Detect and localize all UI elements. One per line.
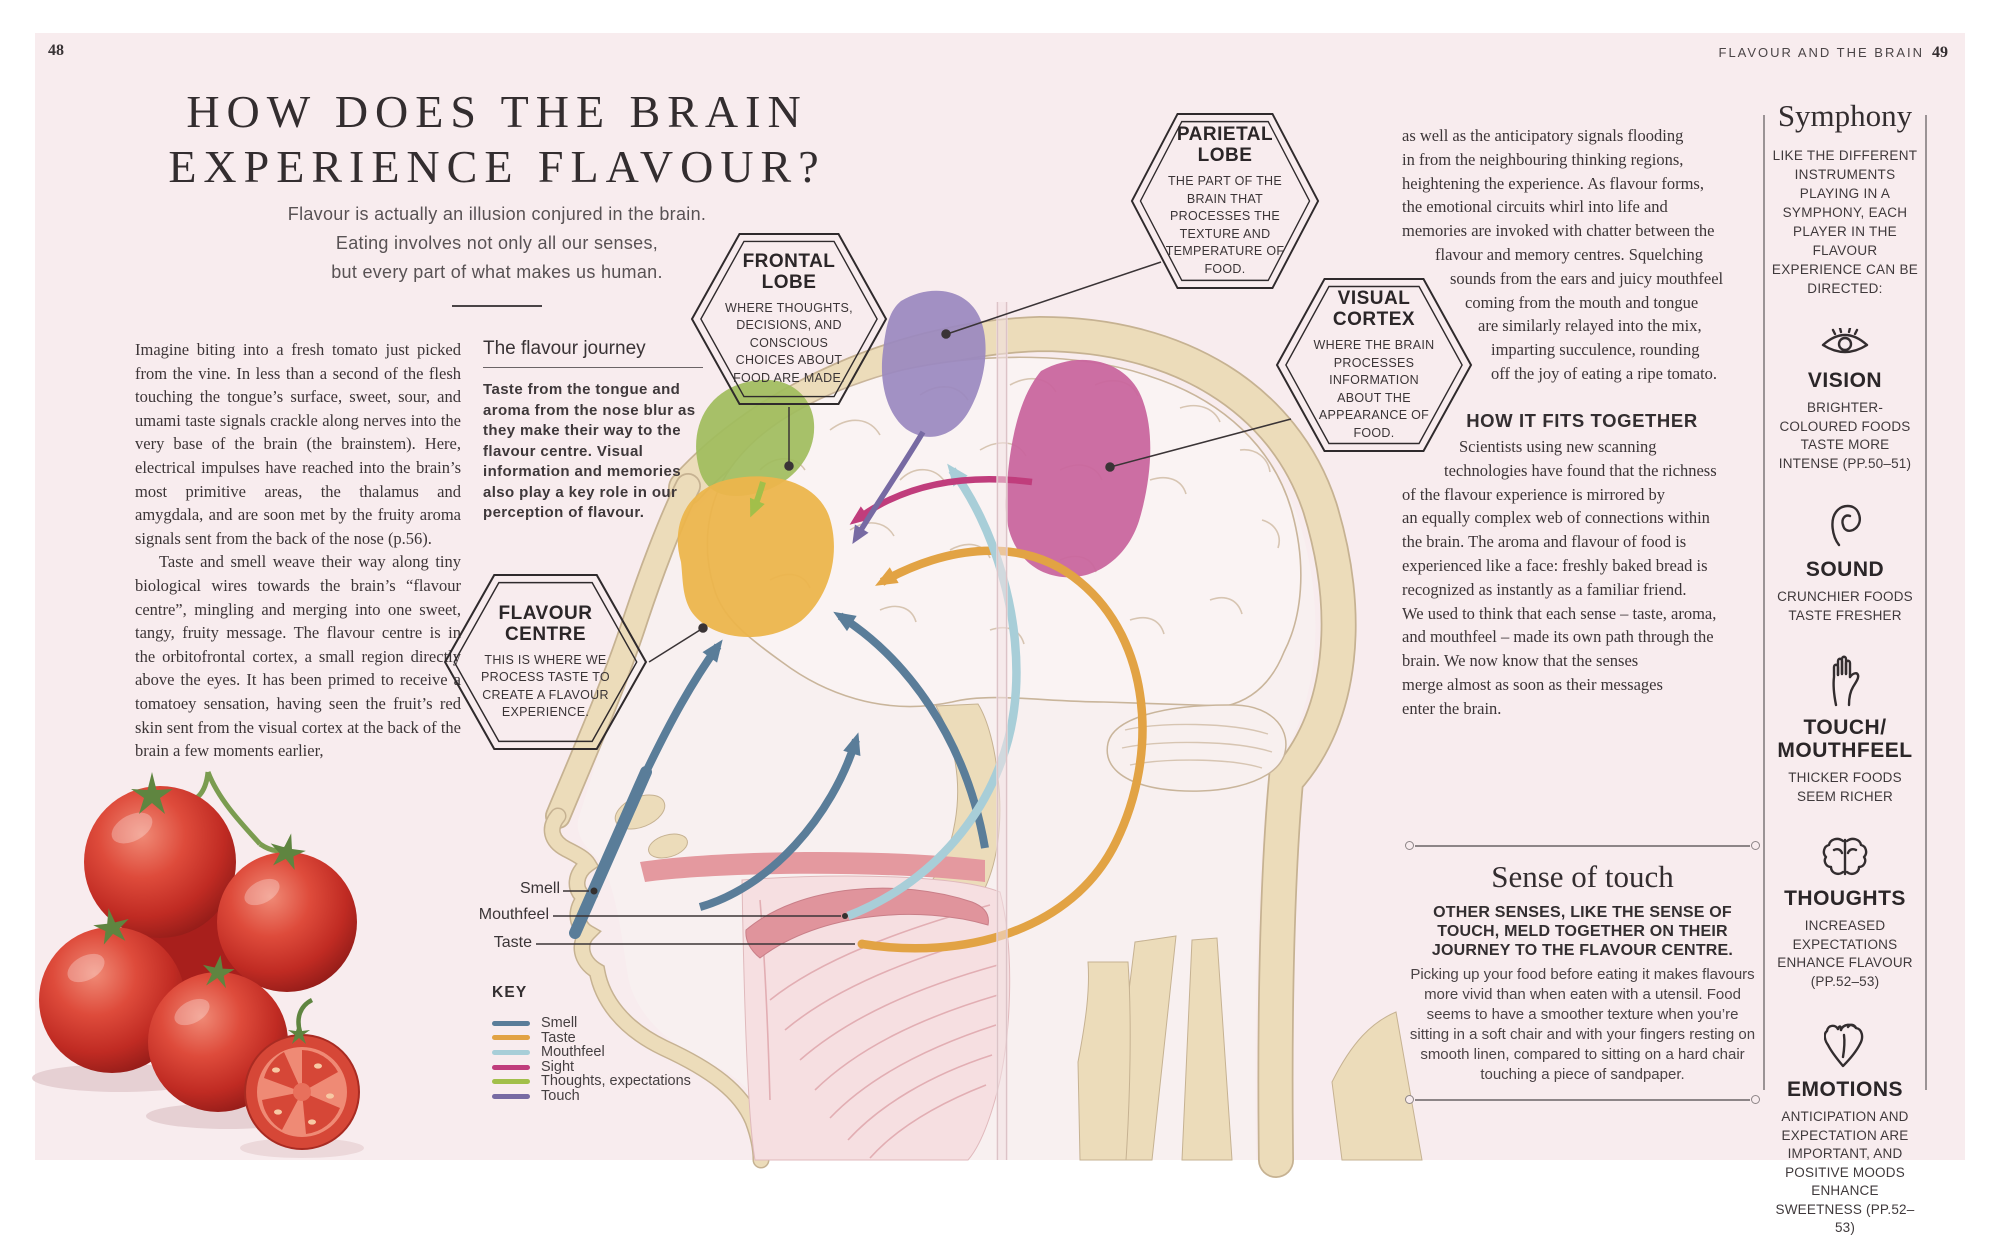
intro-text: Imagine biting into a fresh tomato just …: [135, 338, 461, 763]
callout-title: PARIETAL LOBE: [1176, 124, 1274, 166]
symphony-intro: LIKE THE DIFFERENT INSTRUMENTS PLAYING I…: [1771, 148, 1919, 296]
hexagon-border: [1130, 113, 1320, 289]
symphony-item-vision: VISION BRIGHTER-COLOURED FOODS TASTE MOR…: [1769, 328, 1921, 473]
callout-visual-cortex: VISUAL CORTEX WHERE THE BRAIN PROCESSES …: [1275, 277, 1473, 453]
callout-flavour-centre: FLAVOUR CENTRE THIS IS WHERE WE PROCESS …: [443, 573, 648, 751]
page-title: HOW DOES THE BRAIN EXPERIENCE FLAVOUR?: [168, 86, 826, 192]
sense-of-touch-box: Sense of touch OTHER SENSES, LIKE THE SE…: [1405, 841, 1760, 1104]
decorative-rule-top: [1405, 841, 1760, 850]
label-smell: Smell: [519, 880, 560, 897]
label-mouthfeel: Mouthfeel: [478, 906, 549, 923]
heart-icon: [1769, 1021, 1921, 1069]
symphony-item-touch: TOUCH/ MOUTHFEEL THICKER FOODS SEEM RICH…: [1769, 655, 1921, 806]
key-row-touch: Touch: [492, 1089, 691, 1104]
flavour-journey-heading: The flavour journey: [483, 338, 646, 359]
callout-parietal-lobe: PARIETAL LOBE THE PART OF THE BRAIN THAT…: [1130, 112, 1320, 290]
hexagon-border: [690, 232, 888, 406]
page-number-right: 49: [1932, 44, 1948, 61]
symphony-item-thoughts: THOUGHTS INCREASED EXPECTATIONS ENHANCE …: [1769, 836, 1921, 991]
sidebar-left-rule: [1763, 115, 1765, 1090]
callout-body: WHERE THE BRAIN PROCESSES INFORMATION AB…: [1313, 338, 1435, 440]
how-it-fits-heading: HOW IT FITS TOGETHER: [1466, 410, 1698, 431]
symphony-item-emotions: EMOTIONS ANTICIPATION AND EXPECTATION AR…: [1769, 1021, 1921, 1238]
sense-of-touch-lead: OTHER SENSES, LIKE THE SENSE OF TOUCH, M…: [1431, 904, 1734, 959]
symphony-heading: Symphony: [1777, 98, 1913, 133]
right-column-paragraph-2: Scientists using new scanning technologi…: [1402, 437, 1717, 718]
page-number-left: 48: [48, 42, 64, 59]
flavour-journey-divider: [483, 367, 703, 368]
callout-title: VISUAL CORTEX: [1332, 288, 1416, 330]
symphony-sidebar: Symphony LIKE THE DIFFERENT INSTRUMENTS …: [1769, 98, 1921, 1238]
title-divider: [452, 305, 542, 307]
page-subtitle: Flavour is actually an illusion conjured…: [287, 204, 707, 282]
hexagon-border: [1275, 278, 1473, 452]
brain-icon: [1769, 836, 1921, 878]
key-row-taste: Taste: [492, 1030, 691, 1046]
callout-title: FLAVOUR CENTRE: [498, 602, 593, 645]
key-row-mouthfeel: Mouthfeel: [492, 1045, 691, 1060]
callout-body: THIS IS WHERE WE PROCESS TASTE TO CREATE…: [481, 652, 610, 720]
thoughts-swatch: [492, 1079, 530, 1085]
decorative-rule-bottom: [1405, 1095, 1760, 1104]
callout-frontal-lobe: FRONTAL LOBE WHERE THOUGHTS, DECISIONS, …: [690, 232, 888, 406]
sense-of-touch-heading: Sense of touch: [1491, 859, 1674, 894]
callout-title: FRONTAL LOBE: [742, 250, 836, 293]
intro-paragraph-2: Taste and smell weave their way along ti…: [135, 552, 461, 761]
intro-paragraph-1: Imagine biting into a fresh tomato just …: [135, 340, 461, 548]
sense-of-touch-body: Picking up your food before eating it ma…: [1409, 966, 1756, 1083]
key-row-thoughts: Thoughts, expectations: [492, 1074, 691, 1089]
hexagon-border: [443, 574, 648, 750]
smell-swatch: [492, 1020, 530, 1026]
sidebar-right-rule: [1925, 115, 1927, 1090]
callout-body: THE PART OF THE BRAIN THAT PROCESSES THE…: [1165, 174, 1285, 276]
key-legend: KEY Smell Taste Mouthfeel Sight Thoughts…: [492, 984, 691, 1104]
eye-icon: [1769, 328, 1921, 360]
touch-swatch: [492, 1093, 530, 1099]
sight-swatch: [492, 1064, 530, 1070]
running-header-text: FLAVOUR AND THE BRAIN: [1718, 45, 1924, 60]
flavour-journey-body: Taste from the tongue and aroma from the…: [483, 381, 696, 521]
hand-icon: [1769, 655, 1921, 707]
key-row-sight: Sight: [492, 1060, 691, 1075]
flavour-journey-panel: The flavour journey Taste from the tongu…: [483, 338, 703, 524]
right-column-paragraph-1: as well as the anticipatory signals floo…: [1402, 126, 1724, 383]
key-heading: KEY: [492, 984, 528, 1001]
running-header: FLAVOUR AND THE BRAIN 49: [1719, 44, 1949, 62]
symphony-item-sound: SOUND CRUNCHIER FOODS TASTE FRESHER: [1769, 503, 1921, 625]
label-taste: Taste: [493, 934, 532, 951]
mouthfeel-swatch: [492, 1049, 530, 1055]
key-row-smell: Smell: [492, 1016, 691, 1031]
callout-body: WHERE THOUGHTS, DECISIONS, AND CONSCIOUS…: [725, 300, 853, 385]
taste-swatch: [492, 1035, 530, 1041]
ear-icon: [1769, 503, 1921, 549]
